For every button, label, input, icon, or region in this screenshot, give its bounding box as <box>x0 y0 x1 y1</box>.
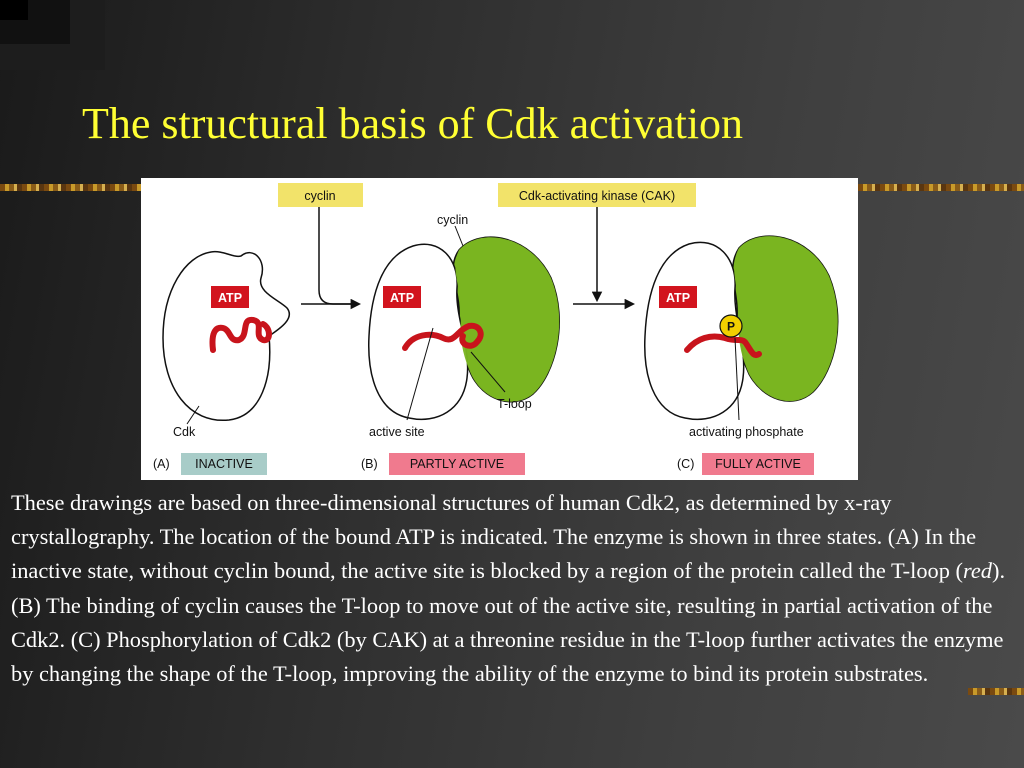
caption-text-part-1: These drawings are based on three-dimens… <box>11 490 977 584</box>
cdk-pointer <box>186 405 200 425</box>
cyclin-shape-c-front <box>734 236 838 402</box>
atp-label-b: ATP <box>390 291 414 305</box>
cak-label: Cdk-activating kinase (CAK) <box>519 189 675 203</box>
active-site-label: active site <box>369 425 425 439</box>
panel-c-letter: (C) <box>677 457 694 471</box>
active-site-pointer <box>406 327 434 421</box>
cdk-label: Cdk <box>173 425 196 439</box>
slide-title: The structural basis of Cdk activation <box>82 99 744 148</box>
atp-badge-c <box>659 286 697 308</box>
phosphate-marker <box>719 314 743 338</box>
state-inactive: INACTIVE <box>195 457 253 471</box>
cdk-activation-figure: cyclin Cdk-activating kinase (CAK) ATP C… <box>141 178 858 480</box>
badge-inactive <box>181 453 267 475</box>
phosphate-letter: P <box>727 320 735 334</box>
activating-phosphate-pointer <box>734 337 740 421</box>
cyclin-binding-arrow <box>318 207 362 310</box>
cyclin-shape-b-front <box>455 237 560 402</box>
atp-badge-a <box>211 286 249 308</box>
badge-partly-active <box>389 453 525 475</box>
atp-badge-b <box>383 286 421 308</box>
cyclin-pointer <box>454 225 464 247</box>
atp-label-a: ATP <box>218 291 242 305</box>
bottom-rule <box>968 688 1024 695</box>
state-fully-active: FULLY ACTIVE <box>715 457 801 471</box>
title-rule-right <box>858 184 1024 191</box>
figure-caption: These drawings are based on three-dimens… <box>11 486 1011 691</box>
cdk-outline-a <box>162 250 290 421</box>
cyclin-label: cyclin <box>304 189 335 203</box>
badge-fully-active <box>702 453 814 475</box>
figure-diagram: cyclin Cdk-activating kinase (CAK) ATP C… <box>153 183 839 475</box>
panel-b-letter: (B) <box>361 457 378 471</box>
atp-label-c: ATP <box>666 291 690 305</box>
caption-italic-red: red <box>962 558 992 584</box>
cak-label-box <box>498 183 696 207</box>
t-loop-label: T-loop <box>497 397 532 411</box>
cyclin-panel-label: cyclin <box>437 213 468 227</box>
state-partly-active: PARTLY ACTIVE <box>410 457 504 471</box>
caption-paragraph: These drawings are based on three-dimens… <box>11 486 1011 691</box>
title-rule-left <box>0 184 141 191</box>
cyclin-label-box <box>278 183 363 207</box>
panel-a-letter: (A) <box>153 457 170 471</box>
cdk-outline-b <box>368 243 469 420</box>
corner-decoration-1 <box>0 0 28 20</box>
t-loop-c <box>684 333 762 358</box>
activating-phosphate-label: activating phosphate <box>689 425 804 439</box>
t-loop-a <box>209 316 272 353</box>
caption-text-part-2: ). (B) The binding of cyclin causes the … <box>11 558 1006 687</box>
t-loop-pointer <box>470 351 506 393</box>
